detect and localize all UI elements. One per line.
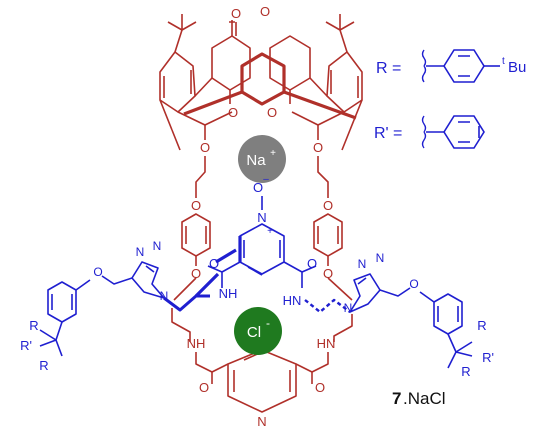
n-oxide-minus: – <box>263 174 269 185</box>
chloride-label: Cl <box>247 324 261 341</box>
r-phenyl-ring <box>426 49 500 83</box>
tbu-superscript: t <box>502 56 505 67</box>
lower-amide-o-left: O <box>199 380 209 395</box>
stopper-left-rprime: R' <box>20 338 32 353</box>
pyridinium-plus: + <box>267 226 273 237</box>
calixarene-front-ring <box>183 52 357 120</box>
lower-nh-left: NH <box>187 336 206 351</box>
r-definition: R = t Bu <box>376 49 526 83</box>
stopper-left <box>39 279 91 357</box>
compound-number: 7 <box>392 389 401 408</box>
triazole-left-n1: N <box>136 245 145 259</box>
chloride-charge: - <box>266 316 270 330</box>
pyridine-bold-bonds <box>194 236 242 298</box>
rprime-equals-label: R' = <box>374 125 402 142</box>
triazole-right-n3: N <box>344 301 353 315</box>
triazole-right-n1: N <box>358 257 367 271</box>
aryl-o-labels: O O <box>191 266 333 281</box>
stopper-right-rprime: R' <box>482 350 494 365</box>
tbu-label: Bu <box>508 59 526 76</box>
phenoxy-o-right: O <box>409 277 418 291</box>
glycol-o-right: O <box>323 198 333 213</box>
n-oxide-o: O <box>253 180 263 195</box>
glycol-chains <box>195 156 329 198</box>
r-wavy-bond <box>421 49 427 83</box>
triazole-right-n2: N <box>376 251 385 265</box>
triazole-labels: N N N N N N O O <box>93 239 418 315</box>
carbonyl-o-2: O <box>260 4 270 19</box>
glycol-o-labels: O O <box>191 198 333 213</box>
sodium-label: Na <box>246 152 266 169</box>
triazole-left-n3: N <box>160 289 169 303</box>
rprime-definition: R' = <box>374 115 485 149</box>
amide-hn-right: HN <box>283 293 302 308</box>
stopper-left-r1: R <box>29 318 38 333</box>
chloride-ion: Cl - <box>234 307 282 355</box>
carbonyl-o-3: O <box>228 105 238 120</box>
glycol-o-left: O <box>191 198 201 213</box>
pyridine-n-oxide <box>207 196 317 288</box>
calixarene-carbonyl-labels: O O O O O O <box>200 4 323 155</box>
rprime-phenyl-ring <box>426 115 485 149</box>
pyridine-labels: O – N + O O NH HN <box>209 174 317 308</box>
stopper-right <box>419 291 473 369</box>
stopper-left-r2: R <box>39 358 48 373</box>
aryl-rings-lower <box>181 213 343 266</box>
lower-amide-o-right: O <box>315 380 325 395</box>
carbonyl-o-4: O <box>267 105 277 120</box>
compound-suffix: .NaCl <box>403 389 446 408</box>
aryl-o-right: O <box>323 266 333 281</box>
sodium-charge: + <box>270 148 276 159</box>
rprime-wavy-bond <box>421 115 427 149</box>
stopper-right-r2: R <box>461 364 470 379</box>
phenoxy-o-left: O <box>93 265 102 279</box>
triazole-left-n2: N <box>153 239 162 253</box>
amide-o-right: O <box>307 256 317 271</box>
carbonyl-o-1: O <box>231 6 241 21</box>
lower-macrocycle-labels: NH HN O O N <box>187 336 336 429</box>
amide-nh-left: NH <box>219 286 238 301</box>
stopper-labels: R R' R R R' R <box>20 318 494 379</box>
r-equals-label: R = <box>376 60 401 77</box>
compound-label: 7 .NaCl <box>392 389 446 408</box>
pyridinium-n: N <box>257 210 266 225</box>
lower-pyridine-n: N <box>257 414 266 429</box>
triazole-linkers <box>101 261 411 314</box>
sodium-ion: Na + <box>238 135 286 183</box>
aryl-o-left: O <box>191 266 201 281</box>
ether-o-right: O <box>313 140 323 155</box>
calixarene-cup <box>159 14 363 151</box>
ether-o-left: O <box>200 140 210 155</box>
amide-o-left: O <box>209 256 219 271</box>
stopper-right-r1: R <box>477 318 486 333</box>
lower-hn-right: HN <box>317 336 336 351</box>
